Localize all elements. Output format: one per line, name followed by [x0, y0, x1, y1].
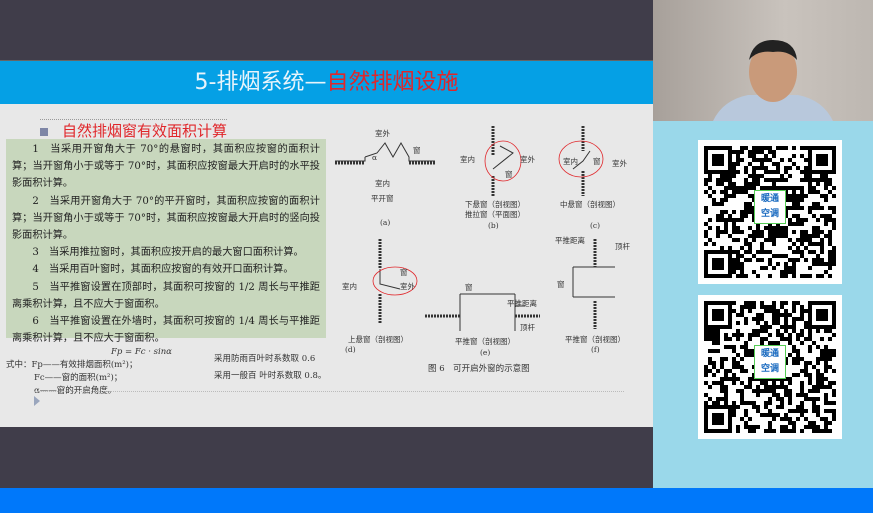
label: α — [372, 153, 378, 162]
label: 室内 — [460, 155, 475, 164]
rule-2: 2 当采用开窗角大于 70°的平开窗时，其面积应按窗的面积计算；当开窗角小于或等… — [12, 195, 320, 242]
rule-1: 1 当采用开窗角大于 70°的悬窗时，其面积应按窗的面积计算；当开窗角小于或等于… — [12, 144, 320, 190]
panel-id: (c) — [590, 221, 601, 230]
coefficient-note: 采用防雨百叶时系数取 0.6 — [214, 354, 316, 364]
slide-title: 5-排烟系统—自然排烟设施 — [0, 61, 653, 104]
bottom-bar — [0, 488, 873, 513]
presenter-silhouette — [713, 40, 833, 121]
title-prefix: 5-排烟系统— — [194, 70, 327, 95]
label: 室外 — [520, 155, 535, 164]
panel-id: (a) — [380, 218, 391, 227]
subtitle-text: 自然排烟窗有效面积计算 — [62, 122, 228, 140]
label: 窗 — [593, 157, 601, 166]
label: 窗 — [557, 280, 565, 289]
label: 窗 — [400, 268, 408, 277]
label: 平推距离 — [507, 299, 537, 308]
label: 窗 — [465, 283, 473, 292]
label: 顶杆 — [520, 323, 535, 332]
panel-id: (b) — [488, 221, 499, 230]
presenter-webcam — [653, 0, 873, 121]
label: 室外 — [400, 282, 415, 291]
formula-equation: Fp = Fc · sinα — [111, 347, 172, 357]
label: 室内 — [342, 282, 357, 291]
qr-logo: 暖通空调 — [754, 190, 786, 224]
diagram-b: 室内 室外 窗 下悬窗（剖视图） 推拉窗（平面图） (b) — [455, 121, 545, 233]
rule-4: 4 当采用百叶窗时，其面积应按窗的有效开口面积计算。 — [32, 264, 294, 276]
rule-6: 6 当平推窗设置在外墙时，其面积可按窗的 1/4 周长与平推距离乘积计算，且不应… — [12, 316, 320, 345]
label: 室内 — [563, 157, 578, 166]
title-highlight: 自然排烟设施 — [326, 70, 459, 95]
rules-box: 1 当采用开窗角大于 70°的悬窗时，其面积应按窗的面积计算；当开窗角小于或等于… — [6, 139, 326, 344]
panel-name: 上悬窗（剖视图） — [348, 335, 408, 344]
label: 平推距离 — [555, 236, 585, 245]
coefficient-note: 采用一般百 叶时系数取 0.8。 — [214, 371, 327, 381]
label: 室外 — [612, 159, 627, 168]
coefficient-notes: 采用防雨百叶时系数取 0.6 采用一般百 叶时系数取 0.8。 — [214, 351, 326, 385]
formula-line: Fc——窗的面积(m²)； — [34, 373, 123, 383]
label: 窗 — [413, 146, 421, 155]
diagram-e: 窗 平推距离 顶杆 平推窗（剖视图） (e) — [425, 283, 540, 357]
panel-name: 推拉窗（平面图） — [465, 210, 525, 219]
panel-name: 平推窗（剖视图） — [455, 337, 515, 346]
rule-3: 3 当采用推拉窗时，其面积应按开启的最大窗口面积计算。 — [32, 247, 304, 259]
label: 顶杆 — [615, 242, 630, 251]
formula-line: 式中：Fp——有效排烟面积(m²)； — [6, 360, 138, 370]
bullet-square-icon — [40, 127, 48, 136]
slide-subtitle: 自然排烟窗有效面积计算 — [40, 119, 228, 141]
presentation-slide: 5-排烟系统—自然排烟设施 自然排烟窗有效面积计算 1 当采用开窗角大于 70°… — [0, 60, 653, 427]
panel-id: (e) — [480, 348, 491, 357]
logo-text: 空调 — [760, 364, 779, 374]
panel-name: 下悬窗（剖视图） — [465, 200, 525, 209]
figure-caption: 图 6 可开启外窗的示意图 — [428, 364, 530, 374]
qr-logo: 暖通空调 — [754, 345, 786, 379]
qr-code[interactable]: 暖通空调 — [698, 295, 842, 439]
label: 窗 — [505, 170, 513, 179]
divider — [34, 391, 624, 392]
panel-id: (f) — [591, 345, 600, 354]
qr-panel: 暖通空调 暖通空调 — [653, 121, 873, 488]
panel-name: 平推窗（剖视图） — [565, 335, 625, 344]
diagram-c: 室内 窗 室外 中悬窗（剖视图） (c) — [555, 121, 645, 233]
label: 室内 — [375, 179, 390, 188]
diagram-a: 室外 窗 室内 α 平开窗 (a) — [335, 123, 435, 233]
play-icon[interactable] — [34, 396, 40, 406]
rule-5: 5 当平推窗设置在顶部时，其面积可按窗的 1/2 周长与平推距离乘积计算，且不应… — [12, 281, 320, 310]
diagram-d: 窗 室内 室外 上悬窗（剖视图） (d) — [340, 239, 420, 354]
panel-name: 平开窗 — [371, 194, 394, 203]
diagram-f: 平推距离 顶杆 窗 平推窗（剖视图） (f) — [555, 236, 650, 354]
logo-text: 暖通 — [760, 349, 779, 359]
panel-id: (d) — [345, 345, 356, 354]
qr-code[interactable]: 暖通空调 — [698, 140, 842, 284]
logo-text: 暖通 — [760, 194, 779, 204]
panel-name: 中悬窗（剖视图） — [560, 200, 620, 209]
label: 室外 — [375, 129, 390, 138]
logo-text: 空调 — [760, 209, 779, 219]
